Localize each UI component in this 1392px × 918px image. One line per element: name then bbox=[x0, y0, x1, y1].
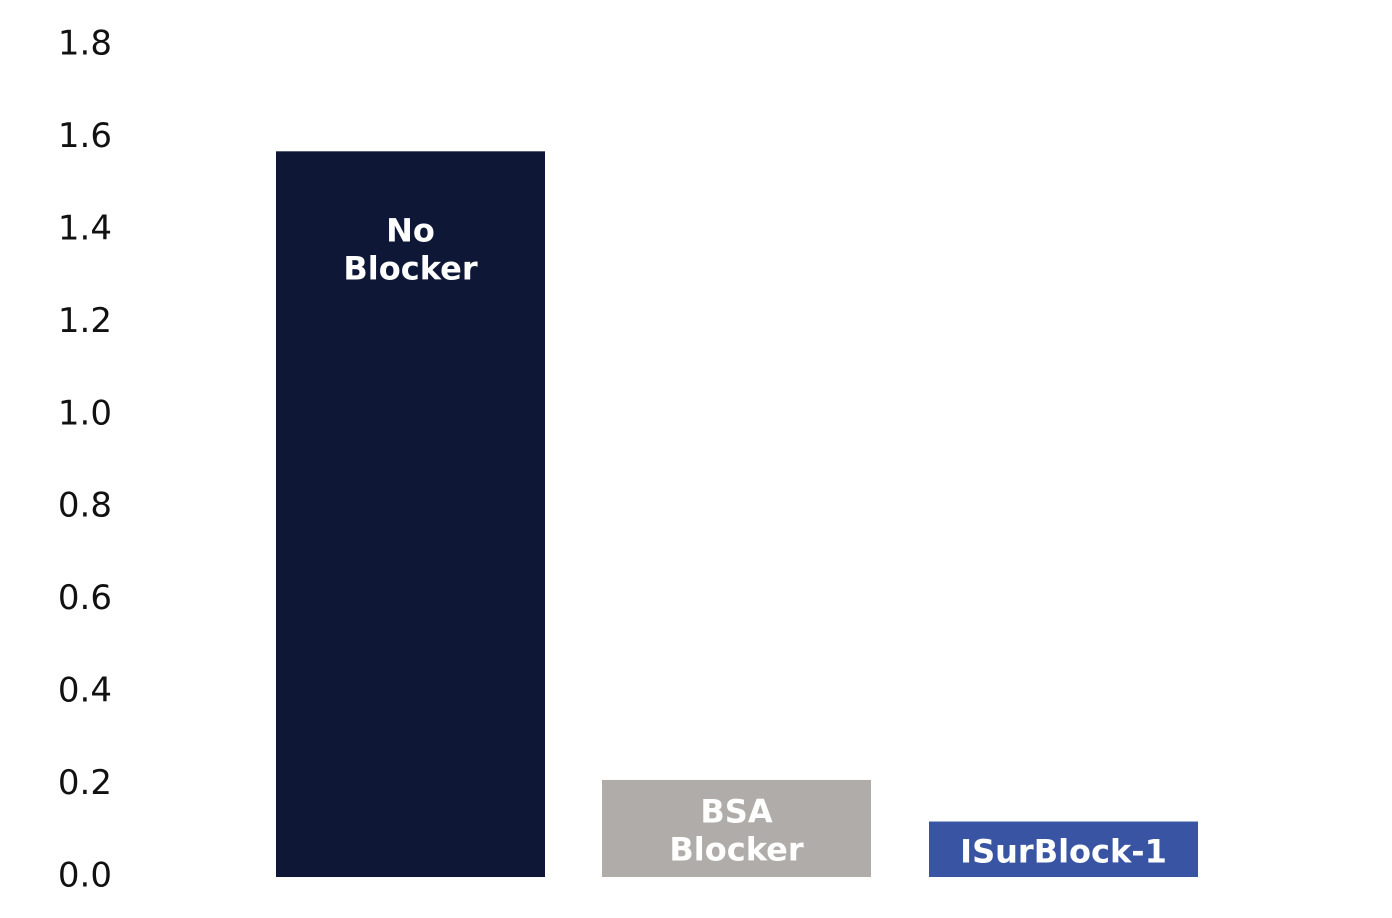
y-tick-label: 0.8 bbox=[58, 486, 112, 526]
bar-label: Blocker bbox=[669, 830, 803, 868]
bar-label: ISurBlock-1 bbox=[960, 832, 1167, 870]
y-axis: 0.0 0.2 0.4 0.6 0.8 1.0 1.2 1.4 1.6 1.8 bbox=[58, 24, 112, 896]
y-tick-label: 1.6 bbox=[58, 116, 112, 156]
bar-label: Blocker bbox=[343, 249, 477, 287]
bar-no-blocker bbox=[276, 151, 545, 878]
bar-label: BSA bbox=[700, 792, 772, 830]
bar-isurblock-1 bbox=[929, 821, 1198, 877]
y-tick-label: 1.4 bbox=[58, 208, 112, 248]
y-tick-label: 1.2 bbox=[58, 301, 112, 341]
y-tick-label: 1.0 bbox=[58, 393, 112, 433]
y-tick-label: 0.2 bbox=[58, 763, 112, 803]
y-tick-label: 0.0 bbox=[58, 856, 112, 896]
y-tick-label: 0.6 bbox=[58, 578, 112, 618]
bar-bsa-blocker bbox=[602, 779, 871, 877]
y-tick-label: 0.4 bbox=[58, 671, 112, 711]
bar-label: No bbox=[386, 211, 435, 249]
bars bbox=[276, 151, 1198, 878]
y-tick-label: 1.8 bbox=[58, 24, 112, 64]
